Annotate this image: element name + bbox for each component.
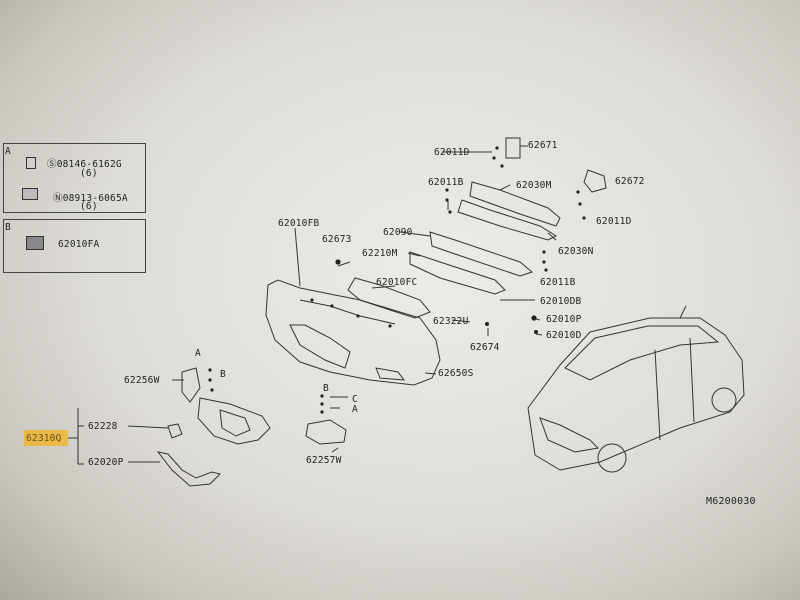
ref-letter-b-2: B	[323, 383, 329, 394]
part-label-62256w: 62256W	[124, 375, 160, 386]
ref-letter-a-2: A	[352, 404, 358, 415]
part-label-62257w: 62257W	[306, 455, 342, 466]
part-label-62010d: 62010D	[546, 330, 582, 341]
ref-letter-c: C	[352, 394, 358, 405]
legend-a-bolt-part: Ⓢ08146-6162G	[47, 159, 122, 170]
part-label-62030m: 62030M	[516, 180, 552, 191]
front-bumper-fascia	[265, 279, 441, 386]
grille-molding	[156, 451, 221, 487]
bolt-icon	[26, 157, 36, 169]
legend-a-bolt-qty: (6)	[80, 168, 98, 179]
ref-letter-a-1: A	[195, 348, 201, 359]
part-label-62672: 62672	[615, 176, 645, 187]
vehicle-illustration	[527, 305, 745, 473]
legend-a-nut-qty: (6)	[80, 201, 98, 212]
part-label-62210m: 62210M	[362, 248, 398, 259]
part-label-62010fb: 62010FB	[278, 218, 320, 229]
part-label-62011d-top: 62011D	[434, 147, 470, 158]
clip-icon	[26, 236, 44, 250]
part-label-62322u: 62322U	[433, 316, 469, 327]
part-label-62650s: 62650S	[438, 368, 474, 379]
part-label-62030n: 62030N	[558, 246, 594, 257]
legend-b-letter: B	[5, 222, 11, 233]
part-label-62010db: 62010DB	[540, 296, 582, 307]
legend-a-letter: A	[5, 146, 11, 157]
energy-absorber	[429, 231, 534, 277]
highlight-marker	[24, 430, 68, 446]
part-label-62090: 62090	[383, 227, 413, 238]
part-label-62010p: 62010P	[546, 314, 582, 325]
bumper-reinforcement	[469, 181, 561, 227]
part-label-62673: 62673	[322, 234, 352, 245]
legend-a-nut-part: Ⓝ08913-6065A	[53, 193, 128, 204]
part-label-62011b-bottom: 62011B	[540, 277, 576, 288]
diagram-id: M6200030	[706, 496, 756, 507]
part-label-62010fc: 62010FC	[376, 277, 418, 288]
part-label-62674: 62674	[470, 342, 500, 353]
part-label-62671: 62671	[528, 140, 558, 151]
part-label-62011b-top: 62011B	[428, 177, 464, 188]
legend-box-a	[3, 143, 146, 213]
legend-b-clip-part: 62010FA	[58, 239, 100, 250]
legend-box-b	[3, 219, 146, 273]
part-label-62020p: 62020P	[88, 457, 124, 468]
part-label-62228: 62228	[88, 421, 118, 432]
nut-icon	[22, 188, 38, 200]
lower-grille-part	[197, 397, 271, 445]
ref-letter-b-1: B	[220, 369, 226, 380]
part-label-62011d-right: 62011D	[596, 216, 632, 227]
part-label-62310q: 62310Q	[26, 433, 62, 444]
upper-grille-part	[347, 277, 431, 319]
